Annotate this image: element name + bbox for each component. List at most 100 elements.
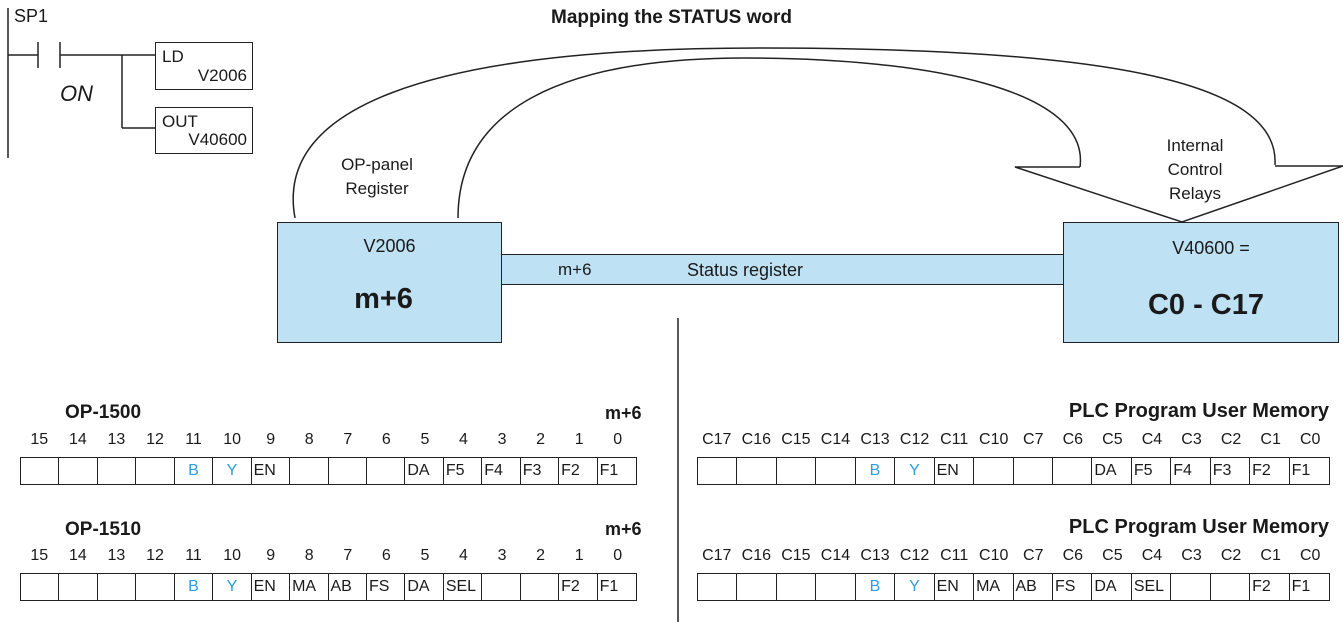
bit-cell — [521, 574, 560, 600]
bit-label: C14 — [820, 431, 851, 448]
bit-cell: F3 — [1211, 458, 1251, 484]
register-name: m+6 — [354, 283, 413, 315]
bit-cell: DA — [405, 458, 444, 484]
bit-cell — [777, 458, 817, 484]
bit-cell: MA — [290, 574, 329, 600]
bit-cell — [136, 458, 175, 484]
bit-label: 8 — [304, 547, 314, 564]
bit-label: 5 — [420, 431, 430, 448]
bit-label: C10 — [979, 431, 1009, 448]
bit-label: 0 — [613, 547, 623, 564]
bit-label: 12 — [146, 431, 164, 448]
bit-label: C15 — [781, 547, 811, 564]
bit-cell: EN — [935, 458, 975, 484]
bit-label: C17 — [702, 431, 732, 448]
op-panel-register-box: V2006 m+6 — [277, 222, 502, 343]
bit-label: 4 — [459, 547, 468, 564]
bit-cell — [816, 458, 856, 484]
mapping-arc-inner — [457, 57, 1082, 219]
bit-label: 13 — [107, 431, 126, 448]
bit-cell — [98, 458, 137, 484]
out-opcode: OUT — [162, 112, 198, 131]
out-operand: V40600 — [188, 130, 247, 149]
relays-address: V40600 = — [1172, 238, 1250, 258]
bit-cell: F1 — [1291, 578, 1311, 595]
bit-label: 12 — [146, 547, 164, 564]
caption-line: Relays — [1169, 184, 1221, 203]
bit-cell: SEL — [444, 574, 483, 600]
bit-label: 15 — [30, 431, 49, 448]
bit-cell — [21, 574, 60, 600]
bit-cell — [329, 458, 367, 484]
bit-cell: F3 — [521, 458, 560, 484]
bit-cell: DA — [405, 574, 444, 600]
bit-label: 9 — [266, 547, 276, 564]
bit-cell: B — [856, 458, 896, 484]
bit-cell: Y — [213, 458, 252, 484]
caption-line: Register — [345, 179, 409, 198]
bit-cell: DA — [1092, 574, 1132, 600]
bit-cell: F2 — [559, 574, 598, 600]
bit-label: C15 — [781, 431, 811, 448]
bit-label: 0 — [613, 431, 623, 448]
bit-cell — [482, 574, 521, 600]
bit-label: 1 — [574, 431, 584, 448]
bit-label: 11 — [185, 547, 202, 564]
bit-cell — [59, 574, 98, 600]
caption-line: Control — [1167, 160, 1223, 179]
bit-label: 6 — [381, 547, 391, 564]
bit-label: 2 — [536, 547, 546, 564]
bit-label: C11 — [940, 547, 969, 564]
bit-cell: MA — [974, 574, 1014, 600]
bit-label: C2 — [1220, 547, 1242, 564]
bit-cell — [21, 458, 60, 484]
bit-label: C12 — [899, 547, 930, 564]
bit-label: 14 — [68, 547, 87, 564]
bit-cell: EN — [252, 574, 291, 600]
bit-cell: EN — [935, 574, 975, 600]
bit-label: C4 — [1141, 431, 1163, 448]
bit-cell — [290, 458, 329, 484]
bit-cell — [136, 574, 175, 600]
bit-cell — [1211, 574, 1251, 600]
bit-cell — [1014, 458, 1053, 484]
internal-control-relays-caption: Internal Control Relays — [1140, 134, 1250, 206]
bit-cell: F4 — [482, 458, 521, 484]
bit-label: C2 — [1220, 431, 1242, 448]
bit-label: 10 — [223, 431, 241, 448]
bit-label: 8 — [304, 431, 314, 448]
bit-cell: DA — [1092, 458, 1132, 484]
bit-label: 4 — [459, 431, 468, 448]
bit-cell — [737, 574, 777, 600]
bit-cell: F2 — [1250, 574, 1290, 600]
bit-label: C11 — [940, 431, 969, 448]
plc-memory-title-bottom: PLC Program User Memory — [1068, 516, 1329, 538]
bit-label: 6 — [381, 431, 391, 448]
bit-label: 13 — [107, 547, 126, 564]
bit-cell — [777, 574, 817, 600]
bit-label: 2 — [536, 431, 546, 448]
bit-label: 5 — [420, 547, 430, 564]
bit-cell: AB — [329, 574, 367, 600]
bit-label: C1 — [1260, 547, 1281, 564]
bit-cell — [367, 458, 406, 484]
contact-label: SP1 — [14, 6, 49, 26]
register-address: V2006 — [363, 236, 416, 256]
bit-cell — [737, 458, 777, 484]
bit-label: C7 — [1023, 431, 1044, 448]
bit-label: 3 — [497, 431, 507, 448]
bit-cell: B — [175, 458, 214, 484]
ld-opcode: LD — [162, 47, 184, 66]
bit-cell: F2 — [559, 458, 598, 484]
out-instruction-box: OUT V40600 — [155, 107, 253, 154]
bit-cell: F5 — [444, 458, 483, 484]
bit-cell: B — [175, 574, 214, 600]
bit-cell — [698, 574, 738, 600]
bit-label: C16 — [741, 431, 772, 448]
bit-cell — [974, 458, 1014, 484]
contact-comment: ON — [60, 81, 93, 106]
op-panel-register-caption: OP-panel Register — [322, 153, 432, 201]
